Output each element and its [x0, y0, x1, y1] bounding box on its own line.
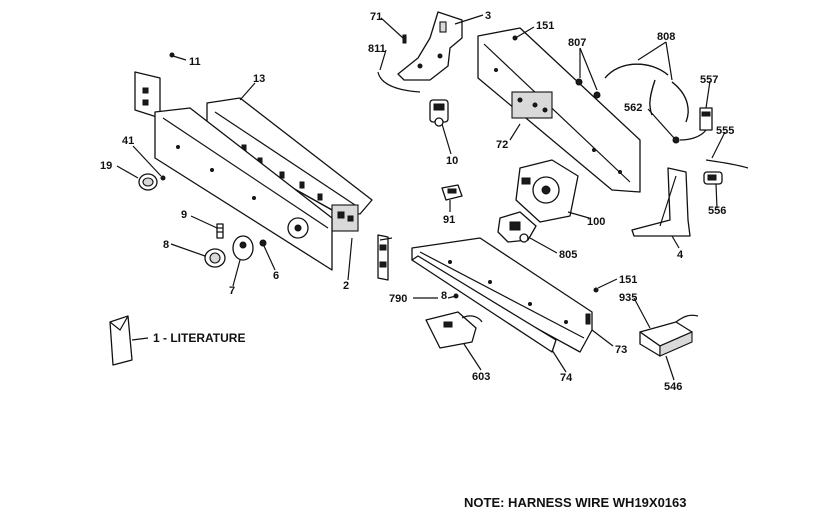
callout-71: 71 [370, 11, 382, 23]
temperature-sensor [672, 107, 713, 144]
leader-lines [116, 14, 726, 381]
wire-clip [441, 184, 463, 201]
timer-assembly [515, 159, 579, 223]
callout-7: 7 [229, 285, 235, 297]
callout-91: 91 [443, 214, 455, 226]
callout-546: 546 [664, 381, 682, 393]
callout-151-lower: 151 [619, 274, 637, 286]
right-end-bracket [631, 167, 691, 237]
connector-plug [703, 159, 749, 185]
control-knobs [138, 173, 267, 268]
callout-73: 73 [615, 344, 627, 356]
callout-13: 13 [253, 73, 265, 85]
callout-19: 19 [100, 160, 112, 172]
callout-562: 562 [624, 102, 642, 114]
callout-557: 557 [700, 74, 718, 86]
callout-10: 10 [446, 155, 458, 167]
callout-151-top: 151 [536, 20, 554, 32]
callout-41: 41 [122, 135, 134, 147]
screw-151-top [512, 35, 518, 41]
callout-8: 8 [163, 239, 169, 251]
callout-9: 9 [181, 209, 187, 221]
water-valve-switch [497, 211, 537, 243]
callout-556: 556 [708, 205, 726, 217]
callout-805: 805 [559, 249, 577, 261]
front-control-panel [154, 107, 333, 271]
callout-790: 790 [389, 293, 407, 305]
callout-4: 4 [677, 249, 684, 261]
callout-935: 935 [619, 292, 637, 304]
callout-807: 807 [568, 37, 586, 49]
console-bracket [397, 11, 463, 81]
callout-2: 2 [343, 280, 349, 292]
connector-block [639, 314, 699, 357]
left-end-bracket [134, 71, 161, 119]
callout-8-lower: 8 [441, 290, 447, 302]
callout-3: 3 [485, 10, 491, 22]
trim-strip [411, 255, 557, 353]
callout-74: 74 [560, 372, 573, 384]
callout-808: 808 [657, 31, 675, 43]
callout-11: 11 [189, 56, 201, 68]
wire-harness-segment [377, 71, 421, 93]
callout-6: 6 [273, 270, 279, 282]
screw-151-lower [593, 287, 599, 293]
selector-switch [429, 99, 449, 127]
literature-label: 1 - LITERATURE [153, 331, 245, 345]
callout-72: 72 [496, 139, 508, 151]
callout-603: 603 [472, 371, 490, 383]
callout-555: 555 [716, 125, 734, 137]
end-cap [377, 234, 389, 281]
callout-100: 100 [587, 216, 605, 228]
callout-811: 811 [368, 43, 386, 55]
literature-sheet [109, 315, 133, 366]
harness-bracket [425, 311, 483, 349]
backsplash-panel [477, 27, 641, 193]
harness-note: NOTE: HARNESS WIRE WH19X0163 [464, 495, 687, 510]
callout-labels: 71 3 151 807 808 11 13 811 557 562 555 5… [100, 10, 734, 393]
